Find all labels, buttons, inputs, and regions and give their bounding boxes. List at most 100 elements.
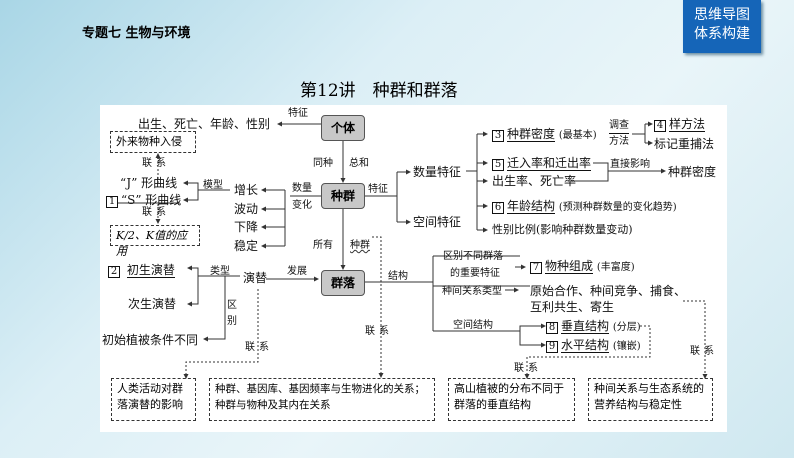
- answer-box-4: 4: [654, 120, 666, 132]
- relations-line-2: 互利共生、寄生: [530, 300, 615, 314]
- age-structure-label: 年龄结构: [507, 199, 556, 214]
- mark-recapture: 标记重捕法: [654, 137, 715, 151]
- density-result: 种群密度: [668, 165, 717, 179]
- answer-box-5: 5: [492, 159, 504, 171]
- badge-line2: 体系构建: [694, 26, 750, 42]
- fluctuation: 波动: [234, 202, 259, 216]
- answer-box-9: 9: [546, 341, 558, 353]
- all-label: 所有: [313, 240, 333, 251]
- answer-box-3: 3: [492, 130, 504, 142]
- density-note: (最基本): [558, 130, 597, 141]
- model-label: 模型: [203, 180, 223, 191]
- relations-line-1: 原始合作、种间竞争、捕食、: [530, 284, 687, 298]
- ecosystem-box: 种间关系与生态系统的营养结构与稳定性: [588, 378, 713, 421]
- vertical-structure-label: 垂直结构: [561, 319, 610, 334]
- ecosystem-line-1: 种间关系与生态系统的: [594, 382, 704, 395]
- alpine-line-1: 高山植被的分布不同于: [454, 382, 564, 395]
- develop-label: 发展: [287, 266, 307, 277]
- answer-box-2: 2: [108, 266, 120, 278]
- quadrat-label: 样方法: [669, 117, 706, 132]
- badge-line1: 思维导图: [694, 7, 750, 23]
- distinguish-1: 区别不同群落: [443, 251, 503, 262]
- horizontal-structure-label: 水平结构: [561, 338, 610, 353]
- primary-succession-label: 初生演替: [126, 263, 175, 278]
- link-label: 联系: [690, 346, 718, 357]
- migration-label: 迁入率和迁出率: [507, 156, 592, 171]
- j-curve: “J” 形曲线: [120, 176, 178, 190]
- qty-change-1: 数量: [292, 183, 312, 194]
- individual-feature-label: 特征: [288, 108, 308, 119]
- succession: 演替: [243, 271, 268, 285]
- concept-map: 出生、死亡、年龄、性别 特征 个体 外来物种入侵 联系 “J” 形曲线 1“S”…: [100, 105, 727, 432]
- human-activity-line-1: 人类活动对群: [117, 382, 183, 395]
- difference-label-1: 区: [227, 300, 237, 311]
- qty-change-2: 变化: [292, 200, 312, 211]
- stable: 稳定: [234, 239, 259, 253]
- initial-vegetation: 初始植被条件不同: [102, 333, 199, 347]
- survey-2: 方法: [609, 136, 629, 147]
- invasive-box: 外来物种入侵: [110, 131, 196, 153]
- gene-evolution-line-1: 种群、基因库、基因频率与生物进化的关系；: [215, 383, 425, 395]
- difference-label-2: 别: [227, 316, 237, 327]
- node-community[interactable]: 群落: [321, 270, 365, 296]
- age-note: (预测种群数量的变化趋势): [558, 202, 677, 213]
- quantity-feature: 数量特征: [413, 165, 462, 179]
- chapter-label: 专题七 生物与环境: [82, 26, 191, 41]
- link-label: 联系: [514, 363, 542, 374]
- type-label: 类型: [210, 266, 230, 277]
- gene-evolution-line-2: 种群与物种及其内在关系: [215, 399, 331, 411]
- link-label: 联系: [142, 158, 170, 169]
- secondary-succession: 次生演替: [128, 297, 177, 311]
- spatial-structure-label: 空间结构: [453, 320, 493, 331]
- primary-succession-item: 2 初生演替: [108, 263, 175, 278]
- link-label: 联系: [365, 326, 393, 337]
- direct-effect-label: 直接影响: [610, 159, 650, 170]
- alpine-line-2: 群落的垂直结构: [454, 398, 531, 411]
- individual-traits: 出生、死亡、年龄、性别: [138, 117, 271, 131]
- richness-note: (丰富度): [596, 262, 635, 273]
- mindmap-badge[interactable]: 思维导图 体系构建: [683, 0, 761, 53]
- population-wavy-label: 种群: [350, 240, 370, 251]
- population-feature-label: 特征: [368, 184, 388, 195]
- sex-ratio: 性别比例(影响种群数量变动): [492, 223, 633, 236]
- interspecific-type-label: 种间关系类型: [442, 286, 502, 297]
- growth: 增长: [234, 183, 259, 197]
- decline: 下降: [234, 220, 259, 234]
- connector-lines: [118, 105, 708, 379]
- distinguish-2: 的重要特征: [450, 268, 500, 279]
- answer-box-7: 7: [530, 262, 542, 274]
- node-individual[interactable]: 个体: [321, 115, 365, 141]
- density-label: 种群密度: [507, 127, 556, 142]
- s-curve: 1“S” 形曲线: [106, 193, 181, 208]
- node-population[interactable]: 种群: [321, 183, 365, 209]
- page-title: 第12讲 种群和群落: [300, 81, 458, 101]
- human-activity-line-2: 落演替的影响: [117, 398, 183, 411]
- answer-box-6: 6: [492, 202, 504, 214]
- link-label: 联系: [245, 342, 273, 353]
- birth-death: 出生率、死亡率: [492, 174, 577, 188]
- survey-1: 调查: [609, 119, 629, 134]
- link-label: 联系: [142, 207, 170, 218]
- alpine-vegetation-box: 高山植被的分布不同于群落的垂直结构: [448, 378, 575, 421]
- same-species-label: 同种: [313, 158, 333, 169]
- answer-box-1: 1: [106, 196, 118, 208]
- layer-note: (分层): [612, 322, 641, 333]
- human-activity-box: 人类活动对群落演替的影响: [111, 378, 196, 421]
- structure-label: 结构: [388, 271, 408, 282]
- k-value-box: K/2、K值的应用: [110, 225, 200, 258]
- spatial-feature: 空间特征: [413, 215, 462, 229]
- answer-box-8: 8: [546, 322, 558, 334]
- ecosystem-line-2: 营养结构与稳定性: [594, 398, 682, 411]
- s-curve-label: “S” 形曲线: [121, 193, 182, 207]
- mosaic-note: (镶嵌): [612, 341, 641, 352]
- gene-evolution-box: 种群、基因库、基因频率与生物进化的关系； 种群与物种及其内在关系: [209, 378, 435, 421]
- sum-label: 总和: [349, 158, 369, 169]
- species-composition-label: 物种组成: [545, 259, 594, 274]
